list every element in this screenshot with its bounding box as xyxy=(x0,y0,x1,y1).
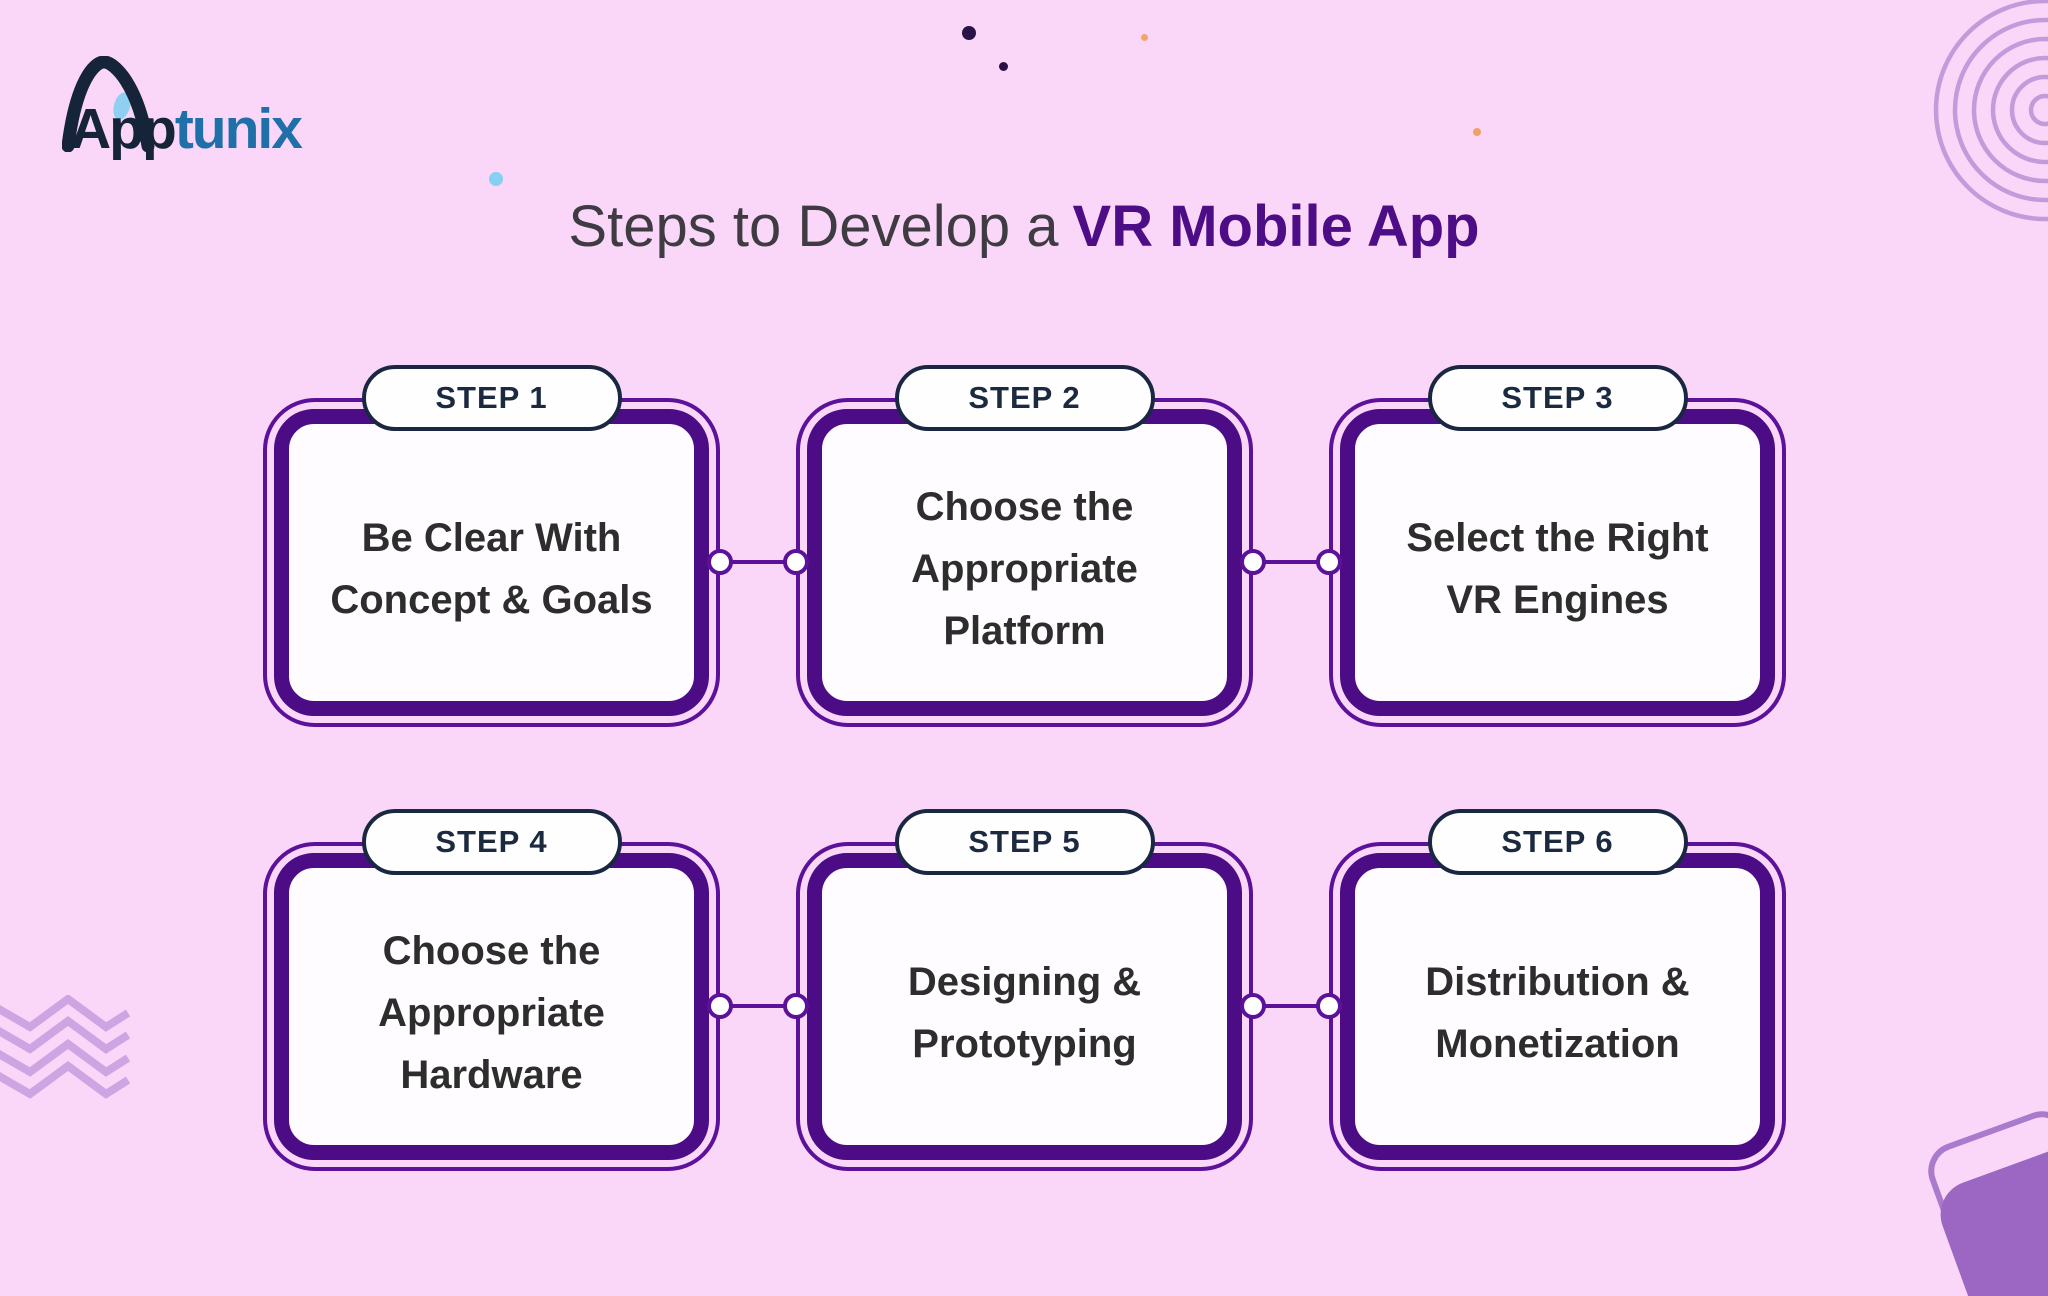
navy-dot-small xyxy=(999,62,1008,71)
connector-node xyxy=(1316,549,1342,575)
connector-node xyxy=(783,549,809,575)
connector-step5-step6 xyxy=(1240,993,1342,1019)
blue-dot xyxy=(489,172,503,186)
card-body: Select the Right VR Engines xyxy=(1340,409,1775,716)
connector-node xyxy=(707,549,733,575)
step-card-6: Distribution & Monetization STEP 6 xyxy=(1329,809,1786,1171)
navy-dot-large xyxy=(962,26,976,40)
card-body: Distribution & Monetization xyxy=(1340,853,1775,1160)
step-badge: STEP 2 xyxy=(894,365,1155,431)
connector-node xyxy=(707,993,733,1019)
connector-node xyxy=(783,993,809,1019)
connector-node xyxy=(1316,993,1342,1019)
step-card-5: Designing & Prototyping STEP 5 xyxy=(796,809,1253,1171)
step-badge: STEP 1 xyxy=(361,365,622,431)
connector-node xyxy=(1240,549,1266,575)
step-badge: STEP 5 xyxy=(894,809,1155,875)
connector-line xyxy=(1250,1004,1332,1008)
card-body: Choose the Appropriate Platform xyxy=(807,409,1242,716)
step-card-3: Select the Right VR Engines STEP 3 xyxy=(1329,365,1786,727)
step-label: Be Clear With Concept & Goals xyxy=(330,515,653,622)
step-card-4: Choose the Appropriate Hardware STEP 4 xyxy=(263,809,720,1171)
connector-step2-step3 xyxy=(1240,549,1342,575)
connector-line xyxy=(1250,560,1332,564)
card-body: Be Clear With Concept & Goals xyxy=(274,409,709,716)
logo-text-app: App xyxy=(70,97,177,161)
logo-text-tunix: tunix xyxy=(174,97,303,161)
step-badge: STEP 6 xyxy=(1427,809,1688,875)
orange-dot-right xyxy=(1473,128,1481,136)
step-card-1: Be Clear With Concept & Goals STEP 1 xyxy=(263,365,720,727)
concentric-circles-decoration xyxy=(1933,0,2048,222)
step-label: Designing & Prototyping xyxy=(907,959,1142,1066)
connector-step4-step5 xyxy=(707,993,809,1019)
title-highlight: VR Mobile App xyxy=(1072,194,1480,259)
rounded-squares-decoration xyxy=(1928,1111,2048,1296)
logo-arch-icon xyxy=(62,56,155,152)
card-body: Designing & Prototyping xyxy=(807,853,1242,1160)
connector-line xyxy=(717,560,799,564)
step-label: Select the Right VR Engines xyxy=(1406,515,1709,622)
apptunix-logo: Apptunix xyxy=(62,56,402,166)
connector-node xyxy=(1240,993,1266,1019)
orange-dot-top xyxy=(1141,34,1148,41)
title-prefix: Steps to Develop a xyxy=(568,194,1059,259)
logo-wordmark: Apptunix xyxy=(70,96,303,162)
step-label: Distribution & Monetization xyxy=(1425,959,1690,1066)
connector-line xyxy=(717,1004,799,1008)
step-badge: STEP 4 xyxy=(361,809,622,875)
step-label: Choose the Appropriate Hardware xyxy=(378,928,605,1097)
card-body: Choose the Appropriate Hardware xyxy=(274,853,709,1160)
step-badge: STEP 3 xyxy=(1427,365,1688,431)
zigzag-decoration xyxy=(0,995,130,1099)
connector-step1-step2 xyxy=(707,549,809,575)
step-card-2: Choose the Appropriate Platform STEP 2 xyxy=(796,365,1253,727)
step-label: Choose the Appropriate Platform xyxy=(911,484,1138,653)
